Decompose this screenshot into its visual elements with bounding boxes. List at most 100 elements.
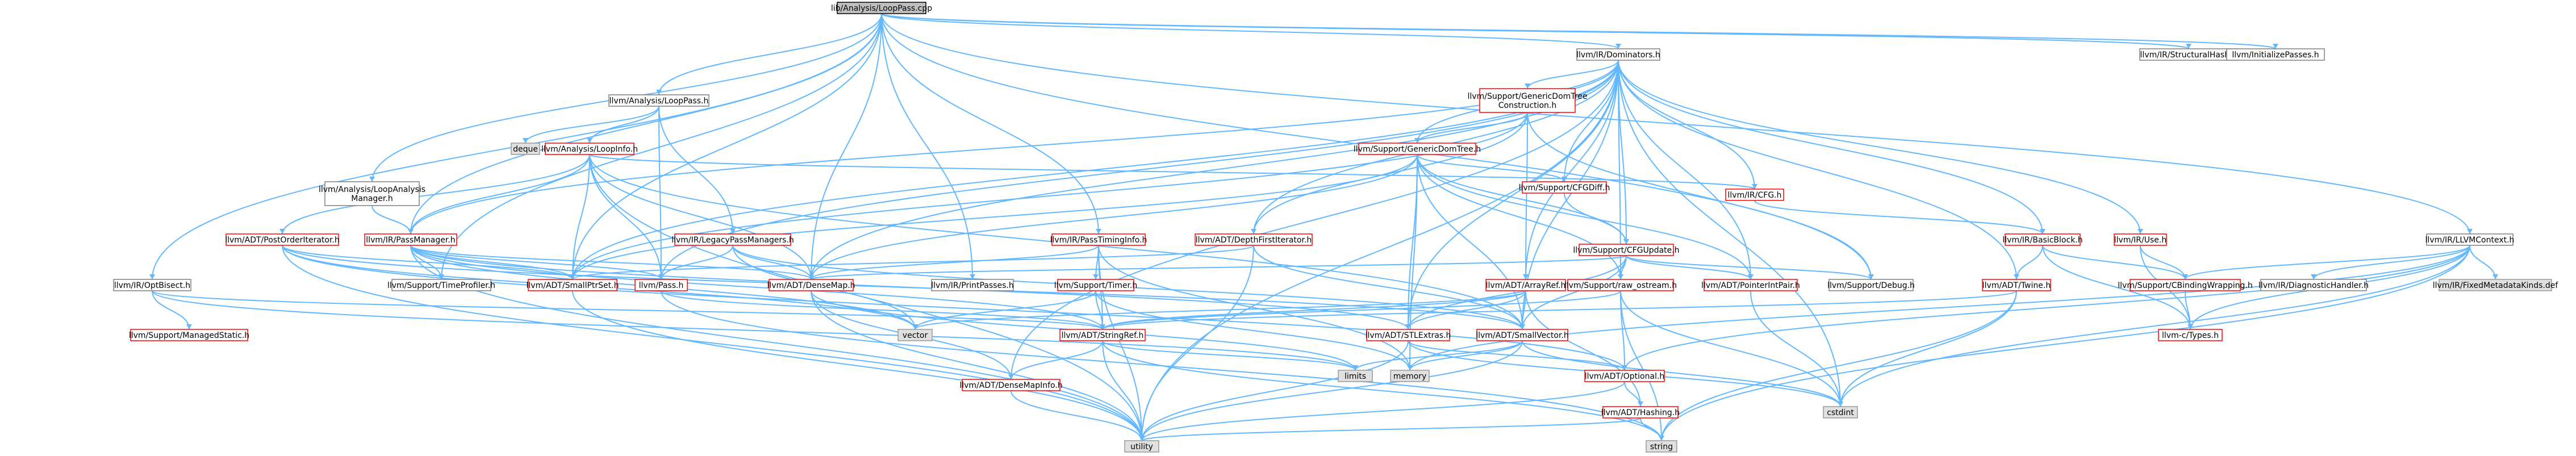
node-optbisect[interactable]: llvm/IR/OptBisect.h bbox=[113, 279, 191, 291]
include-edge bbox=[1754, 200, 2043, 235]
include-edge bbox=[2042, 245, 2191, 330]
edge-arrowhead bbox=[1748, 274, 1753, 279]
node-box bbox=[2130, 279, 2241, 291]
include-edge bbox=[1522, 255, 1627, 330]
include-edge bbox=[1527, 112, 1872, 280]
node-structuralhash[interactable]: llvm/IR/StructuralHash.h bbox=[2139, 48, 2238, 61]
node-label: llvm/Analysis/LoopAnalysis bbox=[319, 185, 425, 194]
node-llvmcontext[interactable]: llvm/IR/LLVMContext.h bbox=[2425, 233, 2515, 246]
node-label: vector bbox=[903, 331, 928, 340]
include-edge bbox=[2469, 245, 2496, 280]
node-twine[interactable]: llvm/ADT/Twine.h bbox=[1982, 279, 2051, 291]
node-printpasses[interactable]: llvm/IR/PrintPasses.h bbox=[931, 279, 1014, 291]
include-edge bbox=[1102, 290, 1526, 330]
include-edge bbox=[589, 154, 812, 280]
node-box bbox=[2439, 279, 2552, 291]
node-supportdebug[interactable]: llvm/Support/Debug.h bbox=[1827, 279, 1915, 291]
node-cfgdiff[interactable]: llvm/Support/CFGDiff.h bbox=[1519, 181, 1610, 194]
node-box bbox=[1479, 88, 1576, 113]
node-densemapinfo[interactable]: llvm/ADT/DenseMapInfo.h bbox=[959, 379, 1063, 391]
include-edge bbox=[1102, 340, 1662, 441]
node-label: llvm/ADT/SmallVector.h bbox=[1476, 331, 1569, 340]
include-edge bbox=[572, 13, 882, 280]
node-iruse[interactable]: llvm/IR/Use.h bbox=[2114, 233, 2167, 246]
node-label: llvm/ADT/Twine.h bbox=[1982, 281, 2051, 290]
include-edge bbox=[1409, 245, 2470, 371]
node-diagnostichandler[interactable]: llvm/IR/DiagnosticHandler.h bbox=[2258, 279, 2369, 291]
node-cfgupdate[interactable]: llvm/Support/CFGUpdate.h bbox=[1573, 244, 1680, 256]
node-deque: deque bbox=[511, 143, 540, 155]
node-hashing[interactable]: llvm/ADT/Hashing.h bbox=[1601, 406, 1680, 419]
node-managedstatic[interactable]: llvm/Support/ManagedStatic.h bbox=[129, 329, 249, 341]
node-label: deque bbox=[513, 145, 538, 154]
include-edge bbox=[441, 13, 882, 280]
edge-arrowhead bbox=[1638, 401, 1643, 407]
node-postorderiterator[interactable]: llvm/ADT/PostOrderIterator.h bbox=[225, 233, 340, 246]
include-edge bbox=[282, 154, 590, 235]
edge-arrowhead bbox=[1519, 324, 1525, 329]
edge-arrowhead bbox=[186, 324, 192, 329]
include-edge bbox=[410, 154, 590, 235]
include-edge bbox=[661, 290, 1103, 330]
node-basicblock[interactable]: llvm/IR/BasicBlock.h bbox=[2002, 233, 2083, 246]
node-rawostream[interactable]: llvm/Support/raw_ostream.h bbox=[1564, 279, 1677, 291]
edge-arrowhead bbox=[2467, 229, 2473, 234]
node-looppass[interactable]: llvm/Analysis/LoopPass.h bbox=[608, 94, 709, 107]
node-ctypes[interactable]: llvm-c/Types.h bbox=[2158, 329, 2223, 341]
node-supporttimer[interactable]: llvm/Support/Timer.h bbox=[1054, 279, 1138, 291]
node-passtiminginfo[interactable]: llvm/IR/PassTimingInfo.h bbox=[1050, 233, 1147, 246]
node-label: llvm/ADT/STLExtras.h bbox=[1366, 331, 1451, 340]
node-ircfg[interactable]: llvm/IR/CFG.h bbox=[1725, 189, 1784, 201]
node-stlextras[interactable]: llvm/ADT/STLExtras.h bbox=[1366, 329, 1451, 341]
node-smallptrset[interactable]: llvm/ADT/SmallPtrSet.h bbox=[527, 279, 619, 291]
node-legacypassmanagers[interactable]: llvm/IR/LegacyPassManagers.h bbox=[671, 233, 794, 246]
include-edge bbox=[410, 245, 812, 280]
edge-arrowhead bbox=[1093, 274, 1099, 279]
include-edge bbox=[282, 245, 573, 280]
node-passmanager[interactable]: llvm/IR/PassManager.h bbox=[364, 233, 457, 246]
dependency-nodes: lib/Analysis/LoopPass.cpp llvm/IR/Dominat… bbox=[113, 2, 2558, 453]
include-edge bbox=[1141, 381, 1625, 441]
node-box bbox=[2226, 48, 2325, 61]
node-dominators[interactable]: llvm/IR/Dominators.h bbox=[1576, 48, 1660, 61]
node-cbindingwrapping[interactable]: llvm/Support/CBindingWrapping.h bbox=[2118, 279, 2253, 291]
node-smallvector[interactable]: llvm/ADT/SmallVector.h bbox=[1476, 329, 1569, 341]
node-utility: utility bbox=[1124, 440, 1159, 453]
include-edge bbox=[1525, 290, 1641, 407]
node-label: llvm/ADT/Optional.h bbox=[1585, 372, 1665, 381]
node-optional[interactable]: llvm/ADT/Optional.h bbox=[1584, 370, 1665, 382]
include-edge bbox=[410, 245, 1103, 330]
include-edge bbox=[881, 13, 2470, 235]
edge-arrowhead bbox=[730, 229, 736, 234]
node-pointerintpair[interactable]: llvm/ADT/PointerIntPair.h bbox=[1701, 279, 1800, 291]
node-label: llvm/ADT/PointerIntPair.h bbox=[1701, 281, 1800, 290]
node-box bbox=[931, 279, 1014, 291]
node-densemap[interactable]: llvm/ADT/DenseMap.h bbox=[767, 279, 855, 291]
edge-arrowhead bbox=[1562, 177, 1567, 182]
include-edge bbox=[1624, 245, 2470, 371]
include-edge bbox=[1564, 193, 1627, 245]
node-loopinfo[interactable]: llvm/Analysis/LoopInfo.h bbox=[541, 143, 638, 155]
node-box bbox=[528, 279, 617, 291]
node-fixedmetadatakinds: llvm/IR/FixedMetadataKinds.def bbox=[2433, 279, 2558, 291]
node-root[interactable]: lib/Analysis/LoopPass.cpp bbox=[831, 2, 932, 14]
node-box bbox=[1051, 233, 1146, 246]
node-depthfirstiterator[interactable]: llvm/ADT/DepthFirstIterator.h bbox=[1195, 233, 1313, 246]
node-irpass[interactable]: llvm/Pass.h bbox=[634, 279, 688, 291]
node-timeprofiler[interactable]: llvm/Support/TimeProfiler.h bbox=[387, 279, 495, 291]
node-initializepasses[interactable]: llvm/InitializePasses.h bbox=[2226, 48, 2325, 61]
include-edge bbox=[1102, 340, 1142, 441]
include-edge bbox=[1102, 290, 1621, 330]
include-edge bbox=[572, 154, 1418, 280]
node-genericdomtree[interactable]: llvm/Support/GenericDomTree.h bbox=[1354, 143, 1481, 155]
edge-arrowhead bbox=[1352, 365, 1358, 370]
node-arrayref[interactable]: llvm/ADT/ArrayRef.h bbox=[1485, 279, 1566, 291]
node-box bbox=[1522, 181, 1607, 194]
edge-arrowhead bbox=[570, 274, 575, 279]
node-box bbox=[545, 143, 634, 155]
node-stringref[interactable]: llvm/ADT/StringRef.h bbox=[1059, 329, 1146, 341]
edge-arrowhead bbox=[2040, 229, 2045, 234]
node-gdtconstruction[interactable]: llvm/Support/GenericDomTreeConstruction.… bbox=[1468, 88, 1588, 113]
node-label: cstdint bbox=[1827, 408, 1854, 417]
